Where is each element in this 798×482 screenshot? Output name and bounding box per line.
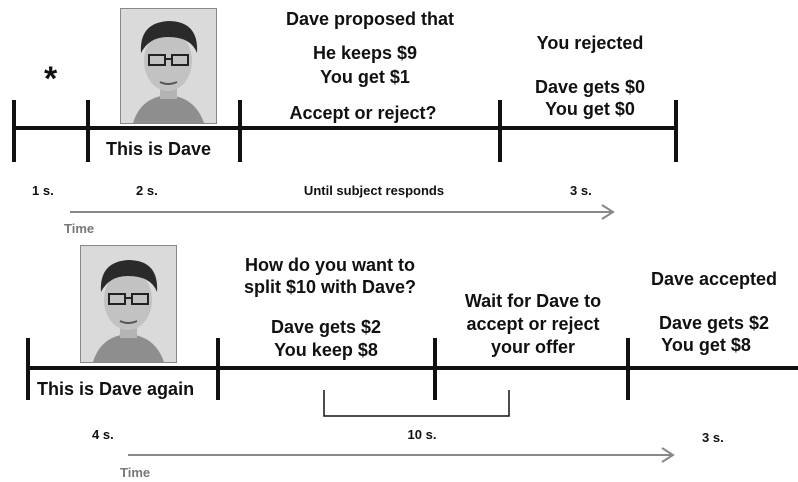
intro-label: This is Dave again [37, 379, 195, 399]
time-axis-label: Time [120, 465, 151, 480]
duration-label: 2 s. [136, 183, 158, 198]
duration-bracket [323, 390, 510, 417]
wait-line-3: your offer [490, 337, 576, 357]
result-line-2: You get $0 [545, 99, 635, 119]
proposal-heading: Dave proposed that [285, 9, 455, 29]
proposal-line-1: He keeps $9 [312, 43, 418, 63]
duration-label: 10 s. [407, 427, 437, 442]
proposal-line-2: You get $1 [320, 67, 410, 87]
duration-label: Until subject responds [303, 183, 445, 198]
duration-label: 1 s. [32, 183, 54, 198]
question-line-1: How do you want to [245, 255, 415, 275]
offer-line-1: Dave gets $2 [270, 317, 382, 337]
result-heading: You rejected [536, 33, 644, 53]
face-photo-icon [120, 8, 217, 124]
wait-line-1: Wait for Dave to [464, 291, 602, 311]
time-axis-label: Time [64, 221, 95, 236]
intro-label: This is Dave [106, 139, 212, 159]
duration-label: 3 s. [702, 430, 724, 445]
time-arrow-icon [70, 204, 615, 220]
time-arrow-icon [128, 447, 675, 463]
proposal-question: Accept or reject? [289, 103, 437, 123]
offer-line-2: You keep $8 [274, 340, 378, 360]
face-photo-icon [80, 245, 177, 363]
duration-label: 3 s. [570, 183, 592, 198]
result-line-1: Dave gets $0 [534, 77, 646, 97]
result-line-2: You get $8 [661, 335, 751, 355]
wait-line-2: accept or reject [466, 314, 600, 334]
duration-label: 4 s. [92, 427, 114, 442]
question-line-2: split $10 with Dave? [243, 277, 417, 297]
result-heading: Dave accepted [650, 269, 778, 289]
fixation-asterisk: * [44, 60, 58, 98]
result-line-1: Dave gets $2 [658, 313, 770, 333]
